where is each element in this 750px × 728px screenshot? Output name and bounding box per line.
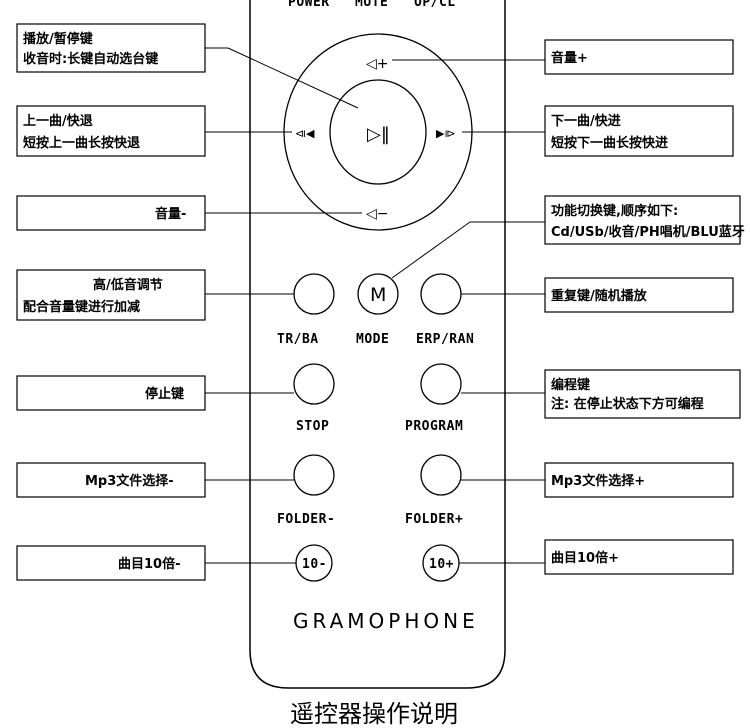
remote-body-outline	[249, 0, 506, 689]
stop-label: STOP	[296, 419, 329, 434]
mute-label: MUTE	[355, 0, 388, 10]
ten-plus-label: 10+	[429, 557, 454, 572]
callout-prev-line1: 上一曲/快退	[23, 113, 93, 129]
callout-track-minus-text: 曲目10倍-	[118, 556, 181, 572]
callout-mp3-plus	[544, 462, 734, 498]
callout-prev-line2: 短按上一曲长按快退	[23, 135, 140, 151]
callout-mode	[544, 195, 741, 245]
callout-vol-up-text: 音量+	[551, 50, 588, 66]
callout-vol-down-text: 音量-	[155, 206, 186, 222]
callout-mp3-minus-text: Mp3文件选择-	[85, 473, 174, 489]
stop-button[interactable]	[293, 363, 335, 405]
folder-minus-label: FOLDER-	[277, 512, 335, 527]
program-label: PROGRAM	[405, 419, 463, 434]
callout-repeat-text: 重复键/随机播放	[551, 288, 648, 304]
callout-track-plus-text: 曲目10倍+	[551, 550, 619, 566]
volume-up-icon[interactable]: ◁+	[366, 56, 389, 72]
tr-ba-button[interactable]	[293, 273, 335, 315]
callout-vol-up	[544, 39, 734, 75]
ten-minus-label: 10-	[302, 557, 327, 572]
folder-minus-button[interactable]	[293, 454, 335, 496]
leader-play-pause-diag	[227, 47, 359, 109]
callout-track-plus	[544, 539, 734, 575]
volume-down-icon[interactable]: ◁−	[366, 206, 389, 222]
mode-button[interactable]	[357, 273, 399, 315]
power-label: POWER	[288, 0, 330, 10]
play-pause-button[interactable]	[329, 79, 427, 185]
tr-ba-label: TR/BA	[277, 332, 319, 347]
folder-plus-label: FOLDER+	[405, 512, 463, 527]
callout-mp3-plus-text: Mp3文件选择+	[551, 473, 645, 489]
callout-mp3-minus	[16, 462, 206, 498]
leader-mode-diag	[391, 221, 471, 279]
previous-track-icon[interactable]: ⧏◀	[295, 127, 315, 140]
callout-program	[544, 369, 741, 419]
mode-label: MODE	[356, 332, 389, 347]
callout-prev	[16, 105, 206, 157]
callout-repeat	[544, 277, 734, 313]
callout-stop-text: 停止键	[145, 386, 184, 402]
erp-ran-label: ERP/RAN	[416, 332, 474, 347]
callout-track-minus	[16, 545, 206, 581]
callout-next-line2: 短按下一曲长按快进	[551, 135, 668, 151]
callout-stop	[16, 375, 206, 411]
play-pause-icon: ▷‖	[367, 124, 390, 145]
callout-program-line2: 注: 在停止状态下方可编程	[551, 396, 704, 412]
op-cl-label: OP/CL	[414, 0, 456, 10]
callout-tone-line1: 高/低音调节	[93, 277, 163, 293]
program-button[interactable]	[420, 363, 462, 405]
callout-next	[544, 105, 734, 157]
mode-icon: M	[370, 284, 386, 306]
callout-mode-line2: Cd/USb/收音/PH唱机/BLU蓝牙	[551, 224, 745, 240]
callout-tone	[16, 269, 206, 321]
diagram-caption: 遥控器操作说明	[290, 700, 458, 728]
callout-mode-line1: 功能切换键,顺序如下:	[551, 203, 678, 219]
callout-tone-line2: 配合音量键进行加减	[23, 299, 140, 315]
erp-ran-button[interactable]	[420, 273, 462, 315]
callout-next-line1: 下一曲/快进	[551, 113, 621, 129]
folder-plus-button[interactable]	[420, 454, 462, 496]
callout-play-pause-line1: 播放/暂停键	[23, 31, 93, 47]
callout-program-line1: 编程键	[551, 377, 590, 393]
callout-play-pause-line2: 收音时:长键自动选台键	[23, 51, 158, 67]
brand-label: GRAMOPHONE	[293, 609, 479, 633]
next-track-icon[interactable]: ▶⧐	[436, 127, 455, 140]
